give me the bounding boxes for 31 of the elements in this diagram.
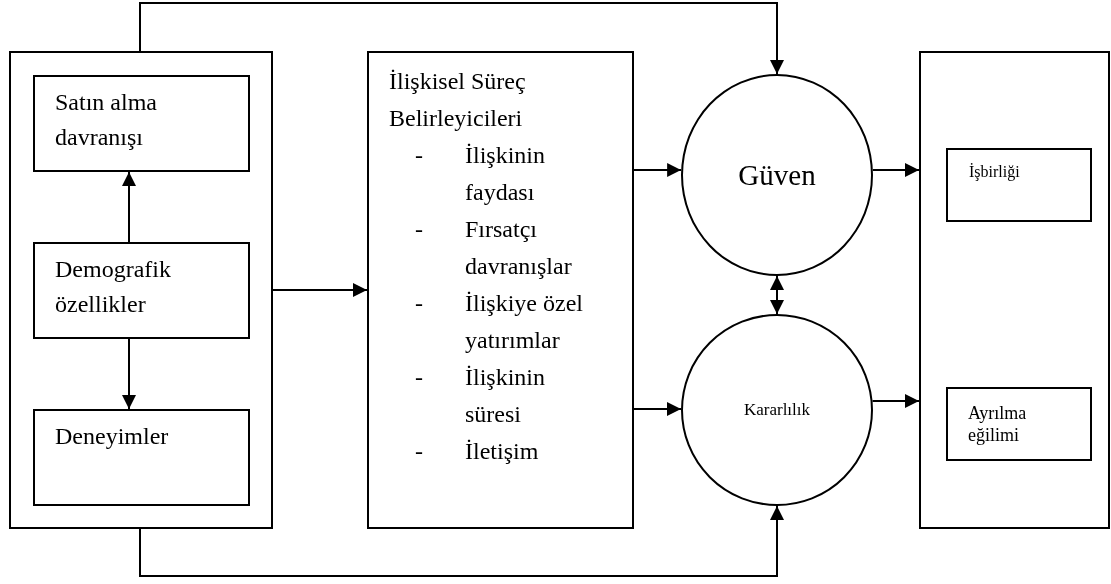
list-item: İletişim — [465, 437, 540, 466]
arrow — [139, 2, 784, 75]
list-item: Fırsatçı davranışlar — [465, 215, 573, 281]
list-item: İlişkinin faydası — [465, 141, 546, 207]
list-bullet: - — [414, 215, 424, 244]
list-item: İlişkiye özel yatırımlar — [465, 289, 584, 355]
arrow — [122, 171, 136, 243]
list-bullet: - — [414, 363, 424, 392]
arrow — [871, 163, 920, 177]
list-bullet: - — [414, 141, 424, 170]
arrow — [633, 163, 683, 177]
list-bullet: - — [414, 289, 424, 318]
construct-circle: Kararlılık — [681, 314, 873, 506]
factor-box: Satın alma davranışı — [33, 75, 250, 172]
determinants-box — [367, 51, 634, 529]
group-box — [9, 51, 273, 529]
list-bullet: - — [414, 437, 424, 466]
construct-circle: Güven — [681, 74, 873, 276]
arrow — [871, 394, 920, 408]
outcomes-box — [919, 51, 1110, 529]
outcome-box: Ayrılma eğilimi — [946, 387, 1092, 461]
arrow — [272, 283, 368, 297]
box-heading: İlişkisel Süreç Belirleyicileri — [389, 67, 527, 133]
arrow — [770, 275, 784, 315]
arrow — [139, 505, 784, 577]
factor-box: Demografik özellikler — [33, 242, 250, 339]
factor-box: Deneyimler — [33, 409, 250, 506]
arrow — [122, 338, 136, 410]
list-item: İlişkinin süresi — [465, 363, 546, 429]
outcome-box: İşbirliği — [946, 148, 1092, 222]
arrow — [633, 402, 682, 416]
